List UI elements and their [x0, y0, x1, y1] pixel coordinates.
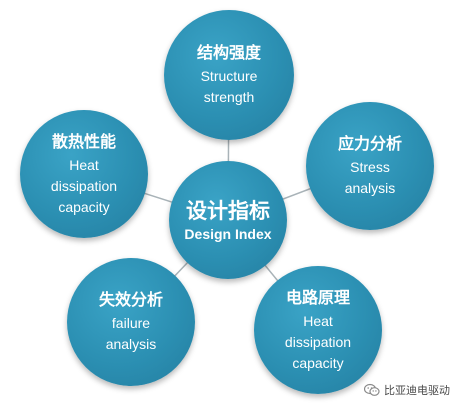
node-title-en: Heat dissipation capacity	[50, 156, 118, 215]
node-title-en: Structure strength	[200, 68, 258, 105]
node-stress-analysis: 应力分析 Stress analysis	[306, 102, 434, 230]
center-title-cn: 设计指标	[186, 198, 270, 223]
source-watermark: 比亚迪电驱动	[364, 382, 450, 398]
node-title-cn: 应力分析	[337, 134, 402, 153]
node-title-cn: 失效分析	[98, 290, 163, 309]
node-circuit-principle: 电路原理 Heat dissipation capacity	[254, 266, 382, 394]
center-title-en: Design Index	[184, 225, 272, 242]
node-title-en: Stress analysis	[344, 159, 396, 196]
wechat-icon	[364, 383, 380, 396]
node-title-cn: 结构强度	[196, 43, 261, 62]
node-heat-dissipation: 散热性能 Heat dissipation capacity	[20, 110, 148, 238]
node-title-en: Heat dissipation capacity	[284, 312, 352, 371]
node-design-index: 设计指标 Design Index	[169, 161, 287, 279]
node-title-en: failure analysis	[105, 315, 157, 352]
node-failure-analysis: 失效分析 failure analysis	[67, 258, 195, 386]
node-title-cn: 电路原理	[285, 287, 350, 307]
watermark-text: 比亚迪电驱动	[384, 384, 450, 397]
node-title-cn: 散热性能	[51, 131, 116, 151]
node-structure-strength: 结构强度 Structure strength	[164, 10, 294, 140]
